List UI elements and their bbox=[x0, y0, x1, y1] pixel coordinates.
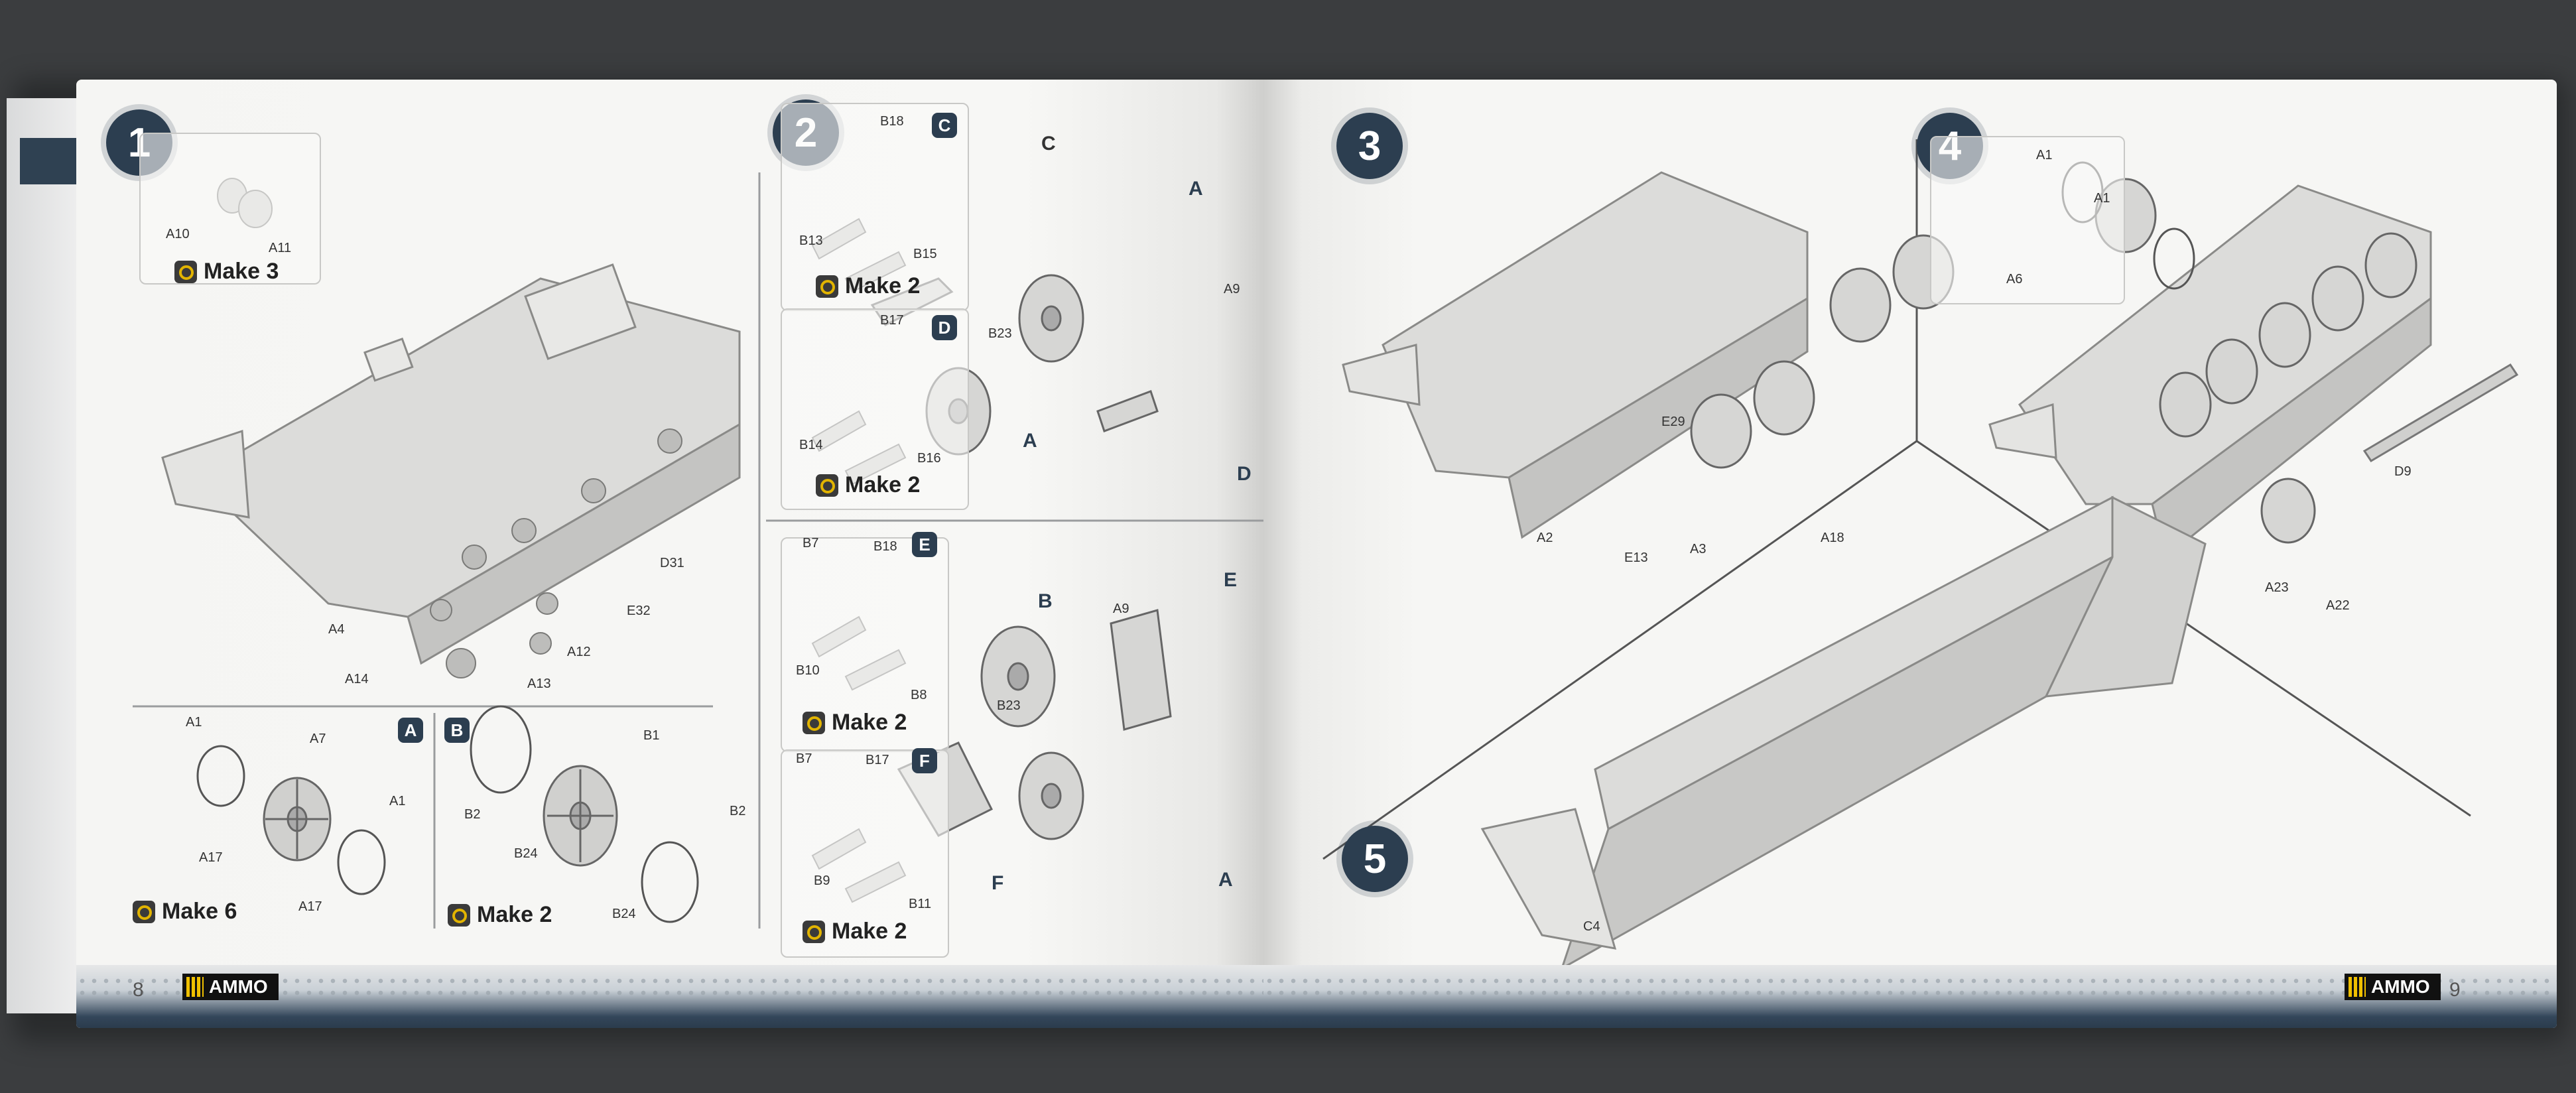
left-page: 1 A10 A11 Make 3 D31 E32 A4 A12 A13 A14 … bbox=[76, 80, 1263, 1028]
part-label-b17: B17 bbox=[880, 313, 904, 328]
part-label-a17-left: A17 bbox=[199, 850, 223, 865]
part-label-a6: A6 bbox=[2006, 272, 2023, 287]
part-label-a13: A13 bbox=[527, 676, 551, 691]
repeat-icon bbox=[816, 474, 838, 497]
part-label-b7-e: B7 bbox=[803, 536, 819, 550]
part-label-a10: A10 bbox=[166, 227, 190, 241]
part-label-a9-bottom: A9 bbox=[1113, 602, 1129, 616]
part-label-a7: A7 bbox=[310, 732, 326, 746]
page-number-left: 8 bbox=[133, 979, 144, 1001]
step-2-label-c: C bbox=[1041, 133, 1056, 155]
part-label-b23-bottom: B23 bbox=[997, 698, 1021, 713]
sub-step-b-make: Make 2 bbox=[448, 902, 552, 928]
part-label-b8: B8 bbox=[911, 688, 927, 702]
sub-step-d-make: Make 2 bbox=[816, 472, 920, 498]
right-footer-band bbox=[1263, 965, 2557, 1028]
step-2-label-f: F bbox=[992, 872, 1004, 894]
repeat-icon bbox=[816, 275, 838, 298]
sub-step-f-make: Make 2 bbox=[803, 919, 907, 944]
ammo-logo-left: AMMO bbox=[182, 974, 279, 1000]
step-1-make: Make 3 bbox=[174, 259, 279, 285]
part-label-b13: B13 bbox=[799, 233, 823, 248]
logo-mark bbox=[186, 977, 204, 997]
part-label-b18: B18 bbox=[880, 114, 904, 129]
part-label-e29: E29 bbox=[1661, 415, 1685, 429]
sub-step-d-panel bbox=[781, 308, 969, 510]
part-label-a22: A22 bbox=[2326, 598, 2350, 613]
sub-step-d-badge: D bbox=[932, 315, 957, 340]
step-4-detail-panel bbox=[1930, 136, 2125, 304]
part-label-a12: A12 bbox=[567, 645, 591, 659]
part-label-b23-top: B23 bbox=[988, 326, 1012, 341]
part-label-a9-top: A9 bbox=[1224, 282, 1240, 296]
part-label-a23: A23 bbox=[2265, 580, 2289, 595]
part-label-b24-left: B24 bbox=[514, 846, 538, 861]
part-label-b2-left: B2 bbox=[464, 807, 481, 822]
repeat-icon bbox=[803, 920, 825, 943]
right-page: 3 E29 A2 E13 A3 4 A1 A1 A6 D9 A23 A22 5 … bbox=[1263, 80, 2557, 1028]
part-label-b1: B1 bbox=[643, 728, 660, 743]
part-label-a2: A2 bbox=[1537, 531, 1553, 545]
repeat-icon bbox=[803, 711, 825, 734]
part-label-a14: A14 bbox=[345, 672, 369, 686]
part-label-e13: E13 bbox=[1624, 550, 1648, 565]
part-label-a18: A18 bbox=[1821, 531, 1844, 545]
page-number-right: 9 bbox=[2449, 979, 2461, 1001]
step-2-label-b: B bbox=[1038, 590, 1053, 612]
part-label-d31: D31 bbox=[660, 556, 684, 570]
step-2-label-a-top: A bbox=[1189, 178, 1203, 200]
step-2-label-a-bottom: A bbox=[1023, 430, 1037, 452]
part-label-a3: A3 bbox=[1690, 542, 1707, 556]
part-label-b9: B9 bbox=[814, 873, 830, 888]
repeat-icon bbox=[174, 260, 197, 283]
step-2-label-e: E bbox=[1224, 569, 1238, 591]
sub-step-c-badge: C bbox=[932, 113, 957, 138]
step-5-badge: 5 bbox=[1342, 826, 1408, 892]
sub-step-e-make: Make 2 bbox=[803, 710, 907, 736]
sub-step-f-badge: F bbox=[912, 748, 937, 773]
sub-step-c-make: Make 2 bbox=[816, 273, 920, 299]
part-label-a1-right: A1 bbox=[389, 794, 406, 808]
part-label-a4: A4 bbox=[328, 622, 345, 637]
part-label-a1-top4: A1 bbox=[2036, 148, 2053, 162]
part-label-b7-f: B7 bbox=[796, 751, 812, 766]
sub-step-a-badge: A bbox=[398, 718, 423, 743]
repeat-icon bbox=[448, 903, 470, 927]
step-1-detail-panel bbox=[139, 133, 321, 285]
part-label-b11: B11 bbox=[909, 897, 932, 911]
repeat-icon bbox=[133, 900, 155, 923]
part-label-c4: C4 bbox=[1583, 919, 1600, 934]
sub-step-a-make: Make 6 bbox=[133, 899, 237, 925]
part-label-b17-f: B17 bbox=[866, 753, 889, 767]
part-label-b14: B14 bbox=[799, 438, 823, 452]
part-label-b10: B10 bbox=[796, 663, 820, 678]
step-3-badge: 3 bbox=[1336, 113, 1403, 179]
section-tab bbox=[20, 138, 86, 184]
step-2-label-d: D bbox=[1237, 463, 1252, 485]
part-label-a1-right4: A1 bbox=[2094, 191, 2110, 206]
step-2-label-a-lower: A bbox=[1218, 869, 1233, 891]
right-page-illustrations bbox=[1322, 139, 2519, 971]
part-label-b16: B16 bbox=[917, 451, 941, 466]
sub-step-b-badge: B bbox=[444, 718, 470, 743]
part-label-b2-right: B2 bbox=[730, 804, 746, 818]
part-label-b24-bottom: B24 bbox=[612, 907, 636, 921]
part-label-e32: E32 bbox=[627, 604, 651, 618]
sub-step-e-badge: E bbox=[912, 532, 937, 557]
logo-mark bbox=[2349, 977, 2366, 997]
part-label-d9: D9 bbox=[2394, 464, 2412, 479]
part-label-b15: B15 bbox=[913, 247, 937, 261]
part-label-a1-top: A1 bbox=[186, 715, 202, 730]
part-label-a11: A11 bbox=[269, 241, 292, 255]
ammo-logo-right: AMMO bbox=[2345, 974, 2441, 1000]
part-label-a17-bottom: A17 bbox=[298, 899, 322, 914]
part-label-b18-e: B18 bbox=[873, 539, 897, 554]
